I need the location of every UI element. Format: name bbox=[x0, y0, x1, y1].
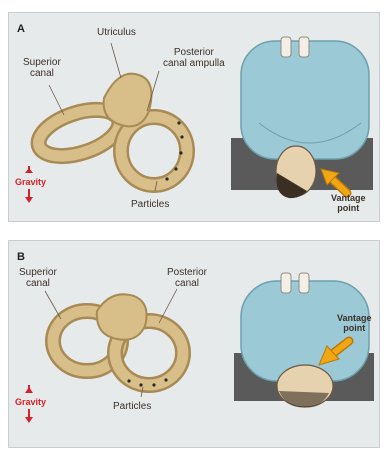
particles-label: Particles bbox=[113, 401, 151, 412]
gravity-label: Gravity bbox=[15, 397, 46, 407]
inner-ear-illustration bbox=[9, 13, 379, 221]
superior-canal-label: Superior canal bbox=[19, 267, 57, 289]
posterior-canal-ampulla-label: Posterior canal ampulla bbox=[163, 47, 225, 69]
patient-illustration bbox=[234, 273, 374, 407]
utriculus-label: Utriculus bbox=[97, 27, 136, 38]
superior-canal-label: Superior canal bbox=[23, 57, 61, 79]
particles-label: Particles bbox=[131, 199, 169, 210]
posterior-canal-label: Posterior canal bbox=[167, 267, 207, 289]
vantage-point-label: Vantage point bbox=[337, 313, 372, 333]
vantage-point-label: Vantage point bbox=[331, 193, 366, 213]
utricle-body bbox=[104, 74, 152, 127]
patient-illustration bbox=[231, 37, 373, 198]
panel-a: A bbox=[8, 12, 380, 222]
utricle-body bbox=[97, 294, 147, 339]
gravity-label: Gravity bbox=[15, 177, 46, 187]
panel-b: B bbox=[8, 240, 380, 448]
